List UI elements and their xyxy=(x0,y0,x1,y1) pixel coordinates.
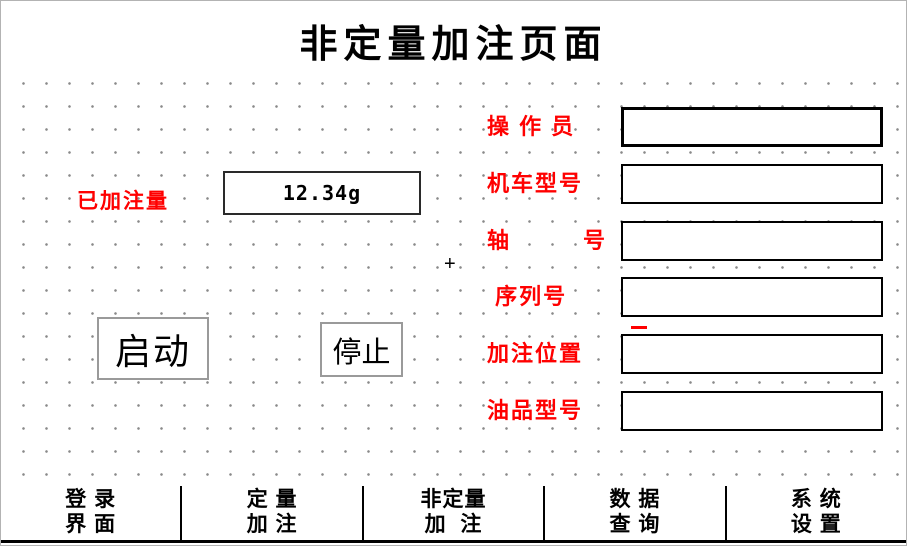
form-row-operator: 操 作 员 xyxy=(487,107,883,147)
nav-tab-label: 定 量 xyxy=(246,488,298,512)
nav-tab-login-screen[interactable]: 登 录 界 面 xyxy=(1,486,180,540)
red-mark xyxy=(631,326,647,329)
start-button[interactable]: 启动 xyxy=(97,317,209,380)
axle-number-label: 轴 号 xyxy=(487,228,608,253)
axle-number-input[interactable] xyxy=(621,221,883,261)
nav-tab-label: 界 面 xyxy=(65,513,117,536)
bottom-nav: 登 录 界 面 定 量 加 注 非定量 加 注 数 据 查 询 系 统 设 置 xyxy=(1,486,906,540)
nav-tab-label: 设 置 xyxy=(790,513,842,536)
serial-number-label: 序列号 xyxy=(487,284,568,309)
nav-tab-label: 加 注 xyxy=(246,513,298,536)
nav-tab-label: 系 统 xyxy=(790,488,842,512)
bottom-divider xyxy=(1,540,906,543)
fill-position-input[interactable] xyxy=(621,334,883,374)
form-row-locomotive-model: 机车型号 xyxy=(487,164,883,204)
serial-number-input[interactable] xyxy=(621,277,883,317)
nav-tab-label: 查 询 xyxy=(609,513,661,536)
nav-tab-quantitative-filling[interactable]: 定 量 加 注 xyxy=(180,486,361,540)
locomotive-model-input[interactable] xyxy=(621,164,883,204)
operator-input[interactable] xyxy=(621,107,883,147)
page-title: 非定量加注页面 xyxy=(299,24,608,66)
locomotive-model-label: 机车型号 xyxy=(487,171,584,196)
operator-label: 操 作 员 xyxy=(487,114,576,139)
form-row-fill-position: 加注位置 xyxy=(487,334,883,374)
nav-tab-label: 非定量 xyxy=(420,488,487,512)
filled-amount-display: 12.34g xyxy=(223,171,421,215)
nav-tab-label: 加 注 xyxy=(424,513,483,536)
oil-type-label: 油品型号 xyxy=(487,398,584,423)
nav-tab-non-quantitative-filling[interactable]: 非定量 加 注 xyxy=(361,486,543,540)
nav-tab-system-settings[interactable]: 系 统 设 置 xyxy=(724,486,906,540)
nav-tab-label: 数 据 xyxy=(609,488,661,512)
form-row-axle-number: 轴 号 xyxy=(487,221,883,261)
nav-tab-data-query[interactable]: 数 据 查 询 xyxy=(543,486,724,540)
filled-amount-label: 已加注量 xyxy=(77,190,169,213)
stop-button[interactable]: 停止 xyxy=(320,322,403,377)
form-row-serial-number: 序列号 xyxy=(487,277,883,317)
crosshair-icon: + xyxy=(444,253,456,275)
fill-position-label: 加注位置 xyxy=(487,341,584,366)
form-row-oil-type: 油品型号 xyxy=(487,391,883,431)
filled-amount-value: 12.34g xyxy=(282,181,362,205)
oil-type-input[interactable] xyxy=(621,391,883,431)
nav-tab-label: 登 录 xyxy=(65,488,117,512)
